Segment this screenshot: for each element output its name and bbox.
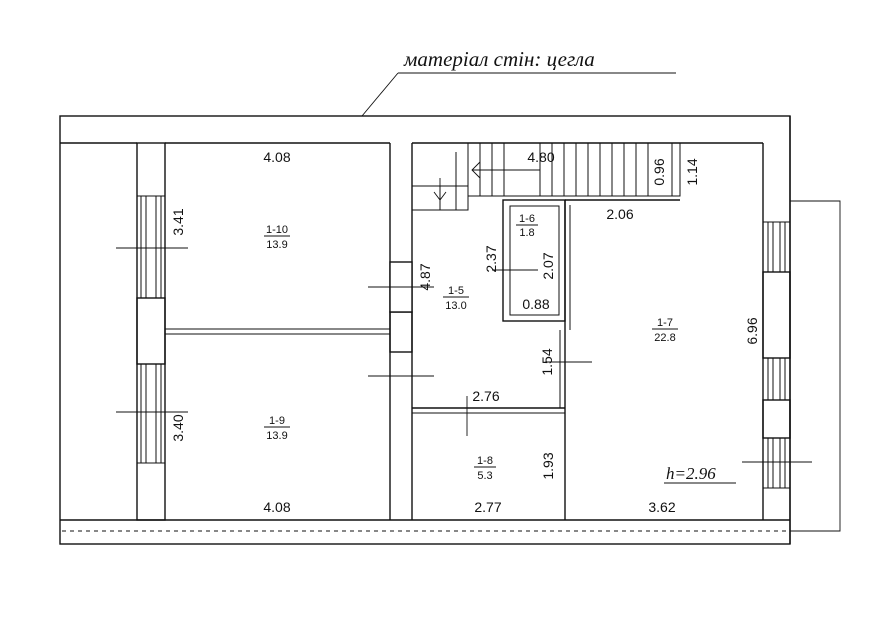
dim-r15-side: 4.87 — [417, 263, 433, 290]
dim-r17-bottom: 3.62 — [648, 499, 675, 515]
room-area: 5.3 — [477, 470, 492, 482]
room-1-8 — [412, 396, 565, 436]
dim-r16-bottom: 0.88 — [522, 296, 549, 312]
room-label-1-6: 1-6 1.8 — [516, 213, 538, 239]
title-leader — [361, 72, 676, 117]
right-wall — [762, 116, 791, 544]
room-area: 13.9 — [266, 430, 287, 442]
room-id: 1-8 — [477, 455, 493, 467]
dim-r19-side: 3.40 — [170, 414, 186, 441]
window-right-2 — [767, 358, 786, 400]
ceiling-height-label: h=2.96 — [666, 464, 716, 483]
room-1-7 — [545, 199, 812, 520]
room-id: 1-6 — [519, 213, 535, 225]
room-label-1-8: 1-8 5.3 — [474, 455, 496, 482]
dim-corridor: 1.54 — [539, 348, 555, 375]
dim-r17-top: 2.06 — [606, 206, 633, 222]
room-area: 22.8 — [654, 332, 675, 344]
staircase — [412, 142, 764, 520]
room-id: 1-9 — [269, 415, 285, 427]
room-id: 1-7 — [657, 317, 673, 329]
dim-r18-bottom: 2.77 — [474, 499, 501, 515]
rooms-left — [165, 142, 434, 520]
dim-stair-depth-b: 1.14 — [684, 158, 700, 185]
dim-r16-right: 2.07 — [540, 252, 556, 279]
window-right-1 — [763, 221, 790, 273]
room-label-1-5: 1-5 13.0 — [443, 285, 469, 312]
room-label-1-7: 1-7 22.8 — [652, 317, 678, 344]
window-right-3 — [763, 438, 790, 489]
window-left-lower — [137, 364, 165, 464]
dim-r19-bottom: 4.08 — [263, 499, 290, 515]
left-column-wall — [116, 142, 188, 521]
dim-r17-side: 6.96 — [744, 317, 760, 344]
room-id: 1-5 — [448, 285, 464, 297]
dim-stair-depth-a: 0.96 — [651, 158, 667, 185]
dim-r18-side: 1.93 — [540, 452, 556, 479]
room-id: 1-10 — [266, 224, 288, 236]
wall-material-title: матеріал стін: цегла — [403, 47, 595, 71]
dim-stair-width: 4.80 — [527, 149, 554, 165]
room-area: 13.9 — [266, 239, 287, 251]
room-label-1-10: 1-10 13.9 — [264, 224, 290, 251]
dim-r110-side: 3.41 — [170, 208, 186, 235]
room-area: 1.8 — [519, 227, 534, 239]
dim-r15-bottom: 2.76 — [472, 388, 499, 404]
window-left-upper — [137, 195, 165, 299]
dim-r110-top: 4.08 — [263, 149, 290, 165]
exterior-walls — [59, 115, 841, 545]
room-label-1-9: 1-9 13.9 — [264, 415, 290, 442]
dim-r16-left: 2.37 — [483, 245, 499, 272]
room-area: 13.0 — [445, 300, 466, 312]
